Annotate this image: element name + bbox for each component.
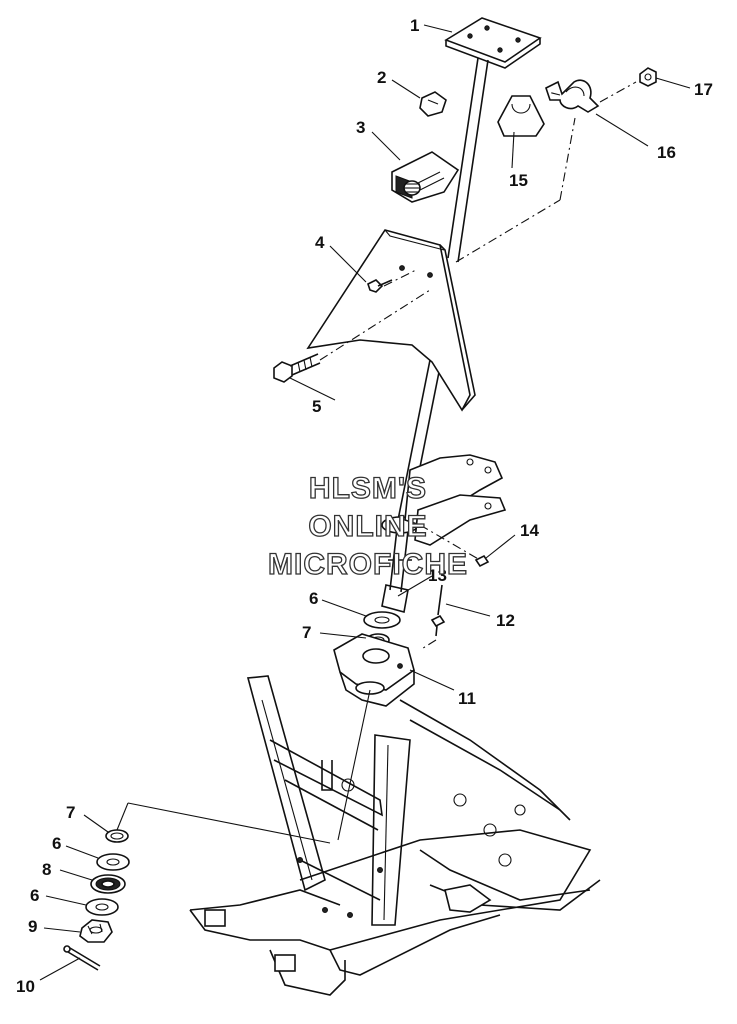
part-11-pivot-block [333, 633, 415, 707]
label-part-12: 12 [496, 611, 515, 630]
part-8-bearing [90, 874, 126, 894]
label-part-6-upper: 6 [309, 589, 318, 608]
part-14-clip [474, 554, 490, 568]
label-part-16: 16 [657, 143, 676, 162]
label-part-10: 10 [16, 977, 35, 996]
part-4-screw [367, 279, 393, 293]
label-part-2: 2 [377, 68, 386, 87]
vehicle-frame [189, 675, 601, 996]
part-labels: 1 2 3 4 5 6 7 7 6 8 6 9 10 11 12 13 14 1… [16, 16, 713, 996]
label-part-8: 8 [42, 860, 51, 879]
part-6-washer-lower-a [96, 853, 130, 871]
label-part-6-lower-b: 6 [30, 886, 39, 905]
label-part-3: 3 [356, 118, 365, 137]
part-6-washer-lower-b [85, 898, 119, 916]
label-part-15: 15 [509, 171, 528, 190]
label-part-7-lower: 7 [66, 803, 75, 822]
part-15-bracket [497, 95, 545, 137]
part-9-castle-nut [79, 919, 113, 943]
watermark-line-3: MICROFICHE [268, 548, 468, 581]
part-1-mounting-plate [444, 17, 542, 69]
leader-lines [39, 24, 691, 981]
part-10-cotter-pin [63, 945, 101, 971]
label-part-5: 5 [312, 397, 321, 416]
part-16-clamp [545, 79, 600, 113]
part-12-pin [430, 584, 446, 637]
label-part-17: 17 [694, 80, 713, 99]
lower-mount-bracket [404, 454, 507, 546]
watermark: HLSM'S ONLINE MICROFICHE [267, 471, 468, 581]
label-part-13: 13 [428, 566, 447, 585]
part-2-bushing [419, 91, 447, 117]
label-part-7-upper: 7 [302, 623, 311, 642]
mounting-panel [306, 229, 476, 412]
part-3-rubber-block [391, 151, 460, 203]
label-part-4: 4 [315, 233, 325, 252]
label-part-6-lower-a: 6 [52, 834, 61, 853]
part-7-oring-lower [105, 829, 129, 843]
label-part-1: 1 [410, 16, 419, 35]
watermark-line-1: HLSM'S [309, 472, 427, 505]
label-part-9: 9 [28, 917, 37, 936]
part-17-nut [639, 67, 657, 87]
label-part-11: 11 [458, 689, 476, 708]
part-6-washer-upper [363, 611, 401, 629]
watermark-line-2: ONLINE [308, 510, 427, 543]
label-part-14: 14 [520, 521, 539, 540]
part-5-hex-bolt [273, 353, 321, 383]
